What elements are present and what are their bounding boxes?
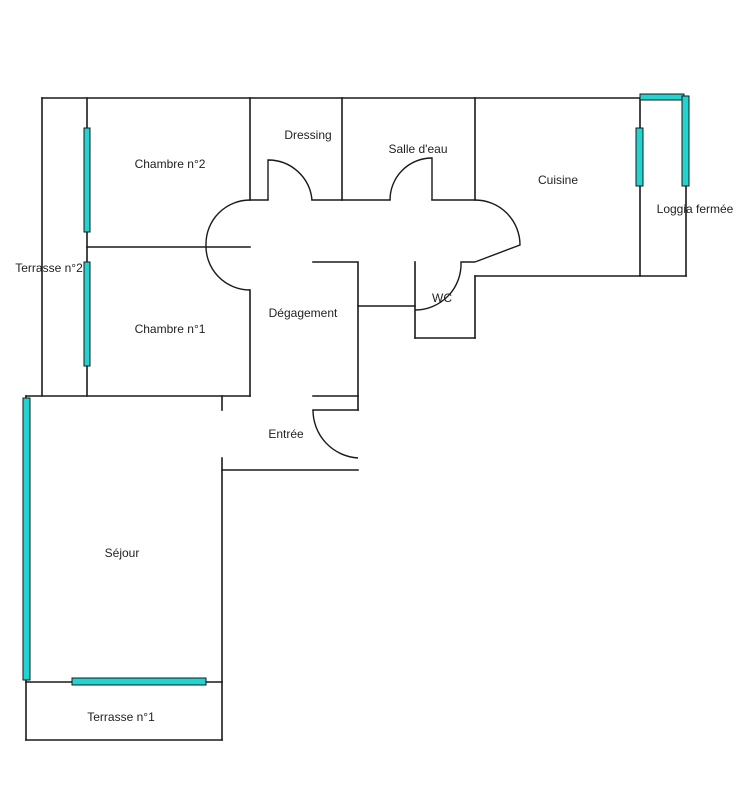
window-sejour-left	[22, 397, 31, 681]
window-cuisine	[635, 127, 644, 187]
label-salle-eau: Salle d'eau	[388, 142, 447, 156]
door-entree	[312, 409, 359, 459]
door-dressing	[267, 159, 313, 201]
window-loggia-top	[639, 93, 685, 101]
label-wc: WC	[432, 291, 452, 305]
label-entree: Entrée	[268, 427, 304, 441]
label-sejour: Séjour	[105, 546, 140, 560]
walls	[25, 97, 687, 741]
label-chambre2: Chambre n°2	[135, 157, 206, 171]
door-wc	[414, 261, 475, 311]
window-loggia-right	[681, 95, 690, 187]
door-salle-eau	[389, 157, 433, 201]
label-degagement: Dégagement	[269, 306, 338, 320]
label-cuisine: Cuisine	[538, 173, 578, 187]
door-chambres	[205, 199, 251, 291]
label-loggia: Loggia fermée	[657, 202, 734, 216]
windows	[22, 93, 690, 686]
label-dressing: Dressing	[284, 128, 331, 142]
doors	[205, 157, 521, 459]
window-chambre2	[83, 127, 91, 233]
window-sejour-bottom	[71, 677, 207, 686]
label-terrasse1: Terrasse n°1	[87, 710, 155, 724]
label-chambre1: Chambre n°1	[135, 322, 206, 336]
door-cuisine	[474, 199, 521, 263]
label-terrasse2: Terrasse n°2	[15, 261, 83, 275]
window-chambre1	[83, 261, 91, 367]
room-labels: Chambre n°2 Dressing Salle d'eau Cuisine…	[15, 128, 733, 724]
